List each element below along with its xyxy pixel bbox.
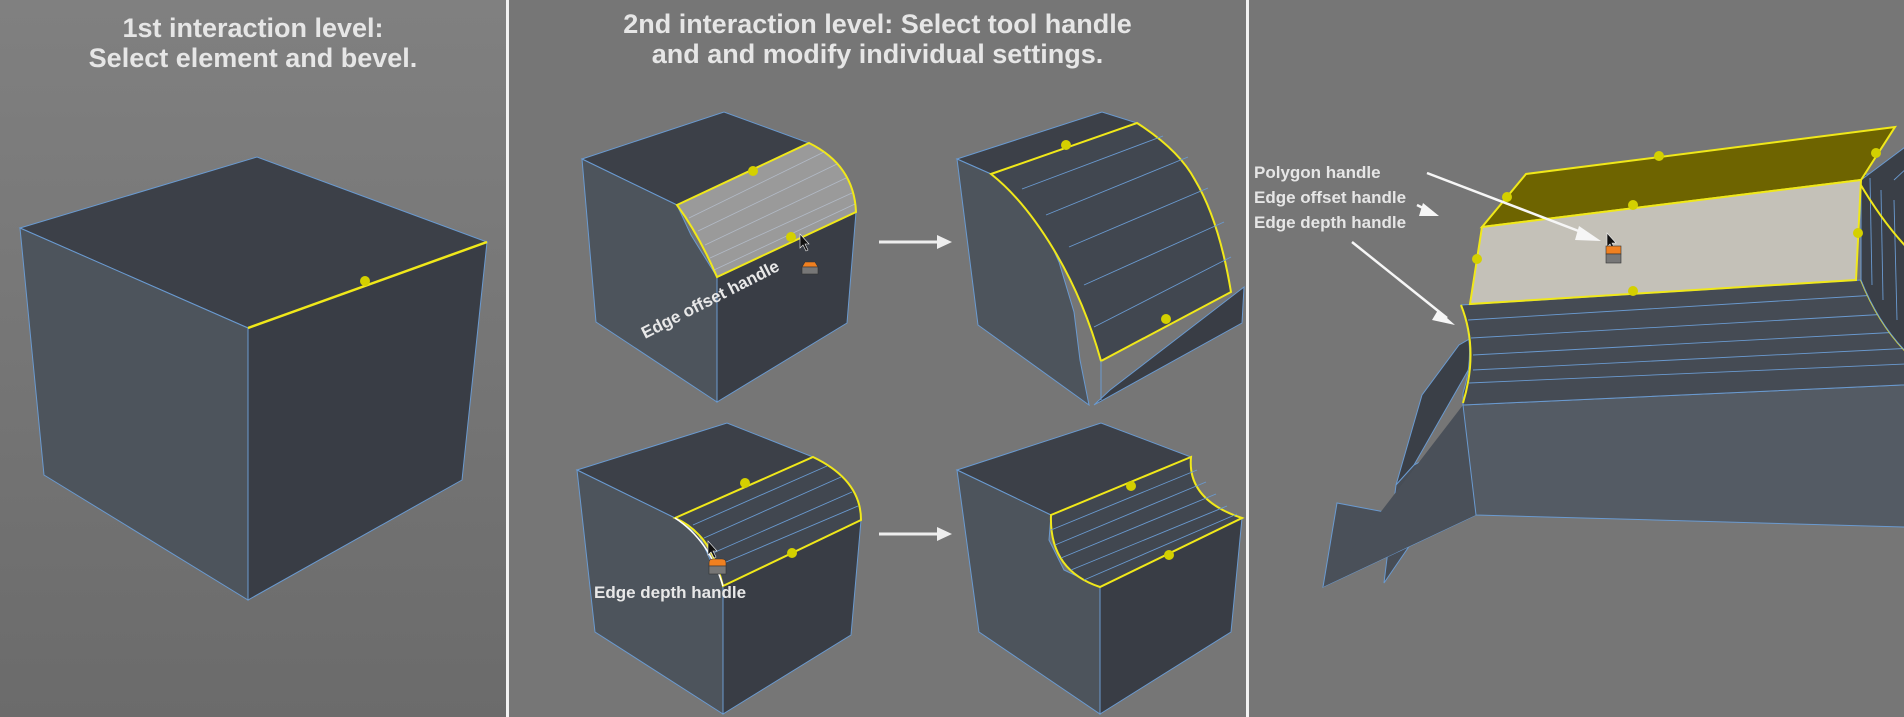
cube-offset-after [955,111,1245,407]
handle-dot[interactable] [1472,254,1482,264]
handle-dot[interactable] [1161,314,1171,324]
panel-title: 2nd interaction level: Select tool handl… [623,9,1132,69]
handle-dot[interactable] [1126,481,1136,491]
handle-dot[interactable] [1628,286,1638,296]
panel-title: 1st interaction level: Select element an… [88,13,418,73]
bevel-viewports: Edge offset handle [575,111,1245,715]
cube-depth-before: Edge depth handle [575,422,863,715]
legend-edge-depth-handle: Edge depth handle [1254,213,1407,232]
cursor-icon [707,540,718,559]
handle-dot[interactable] [1628,200,1638,210]
panel-second-level: 2nd interaction level: Select tool handl… [509,0,1246,717]
handle-dot[interactable] [786,232,796,242]
edge-handle-dot[interactable] [360,276,370,286]
cube-depth-after [955,422,1245,715]
panel-first-level: 1st interaction level: Select element an… [0,0,506,717]
handle-dot[interactable] [1061,140,1071,150]
handle-dot[interactable] [1871,148,1881,158]
mesh-viewport [1322,125,1904,588]
handle-dot[interactable] [787,548,797,558]
divider-2 [1246,0,1249,717]
arrow-right-icon [879,527,952,541]
cube-viewport [18,156,489,601]
arrow-edge-offset-icon [1416,203,1439,216]
handle-dot[interactable] [740,478,750,488]
arrow-edge-depth-icon [1351,241,1455,325]
divider-1 [506,0,509,717]
handle-dot[interactable] [1654,151,1664,161]
handle-dot[interactable] [1853,228,1863,238]
legend-edge-offset-handle: Edge offset handle [1254,188,1407,207]
polygon-handle-icon[interactable] [1605,245,1622,264]
selected-polygon[interactable] [1468,178,1863,306]
panel-handles-detail: Polygon handle Edge offset handle Edge d… [1249,0,1904,717]
handle-dot[interactable] [1164,550,1174,560]
arrow-right-icon [879,235,952,249]
cursor-icon [799,233,810,252]
bevel-surface [988,121,1233,363]
depth-handle-icon[interactable] [708,558,727,575]
handle-dot[interactable] [748,166,758,176]
cube-offset-before: Edge offset handle [580,111,858,403]
offset-handle-icon[interactable] [801,261,819,275]
arrow-polygon-handle-icon [1426,171,1601,241]
edge-depth-label: Edge depth handle [594,583,746,602]
handle-dot[interactable] [1502,192,1512,202]
legend-polygon-handle: Polygon handle [1254,163,1381,182]
